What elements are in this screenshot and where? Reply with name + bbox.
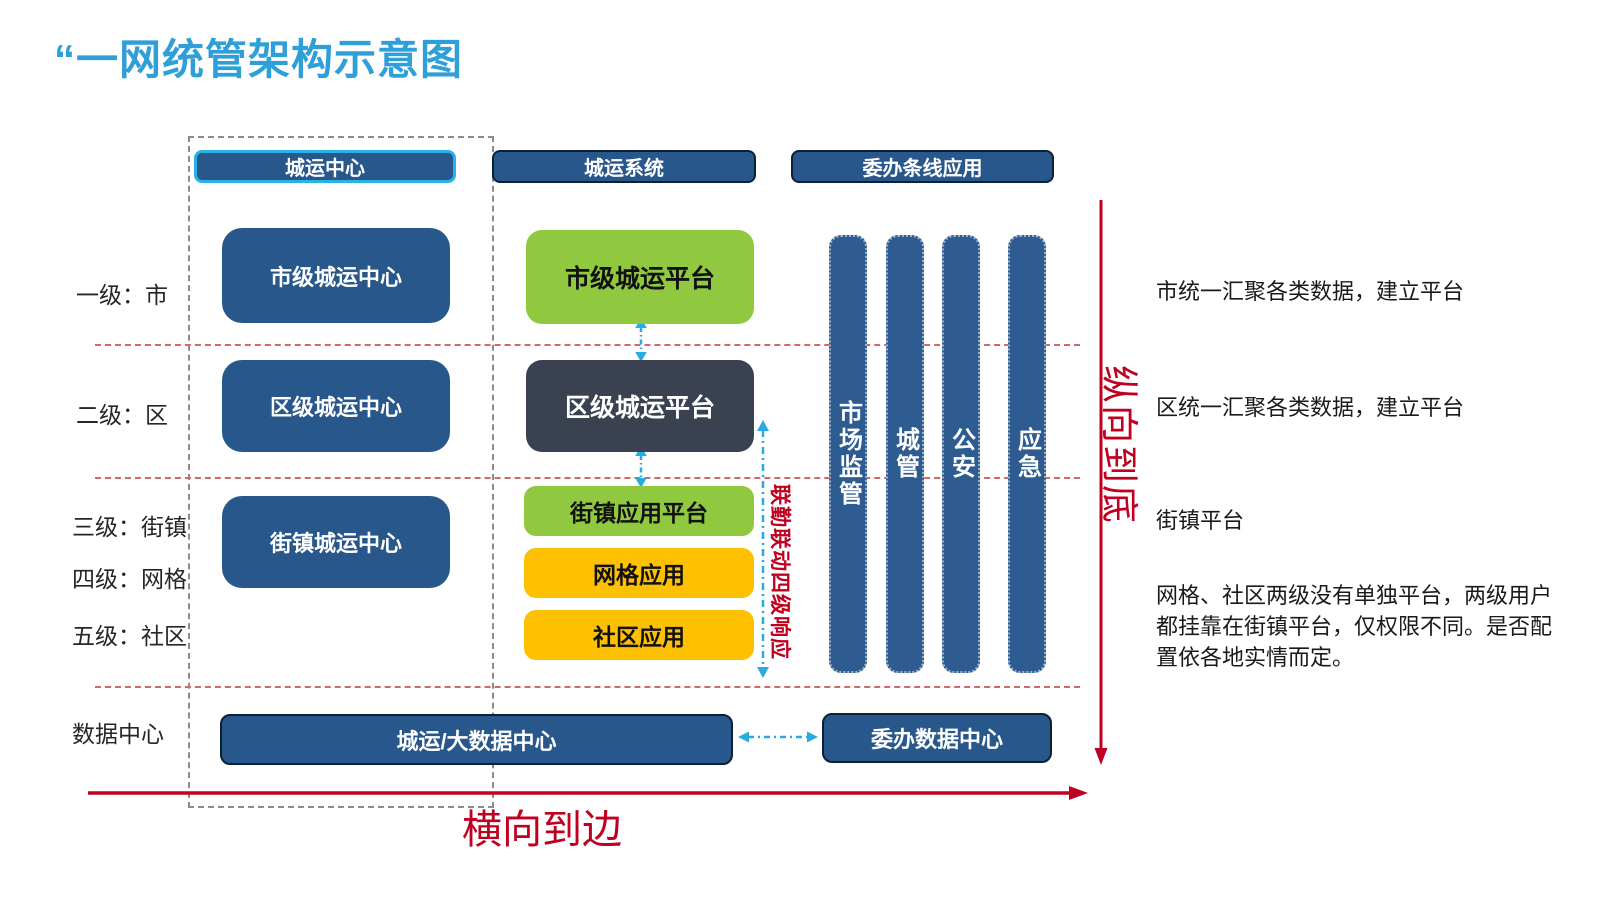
level-label-street: 三级：街镇: [72, 514, 187, 540]
box-district-ops-platform: 区级城运平台: [526, 360, 754, 452]
header-city-ops-center: 城运中心: [194, 150, 456, 183]
left-right-arrow-icon: [738, 731, 818, 743]
linkage-response-label: 联勤联动四级响应: [768, 484, 791, 660]
level-label-grid: 四级：网格: [72, 566, 187, 592]
up-down-arrow-icon: [635, 446, 647, 488]
horizontal-flow-arrow-icon: [88, 786, 1088, 800]
box-city-ops-center: 市级城运中心: [222, 228, 450, 323]
level-separator-1: [95, 344, 1080, 346]
box-street-app-platform: 街镇应用平台: [524, 486, 754, 536]
level-label-community: 五级：社区: [72, 623, 187, 649]
vertical-flow-arrow-icon: [1094, 200, 1108, 765]
box-commission-data-center: 委办数据中心: [822, 713, 1052, 763]
level-label-district: 二级：区: [76, 402, 168, 428]
annotation-district: 区统一汇聚各类数据，建立平台: [1156, 395, 1465, 420]
bar-market-regulation-label: 市场监管: [834, 400, 862, 508]
horizontal-flow-label: 横向到边: [462, 808, 622, 852]
city-ops-center-dashed-outline: [188, 136, 494, 808]
header-commission-line-apps: 委办条线应用: [791, 150, 1054, 183]
box-city-ops-platform: 市级城运平台: [526, 230, 754, 324]
box-community-app: 社区应用: [524, 610, 754, 660]
annotation-city: 市统一汇聚各类数据，建立平台: [1156, 279, 1465, 304]
bar-market-regulation: 市场监管: [829, 235, 867, 673]
bar-emergency: 应急: [1008, 235, 1046, 673]
level-separator-2: [95, 477, 1080, 479]
linkage-double-arrow-icon: [757, 420, 769, 678]
box-grid-app: 网格应用: [524, 548, 754, 598]
box-street-ops-center: 街镇城运中心: [222, 496, 450, 588]
annotation-street: 街镇平台: [1156, 508, 1245, 533]
box-city-big-data-center: 城运/大数据中心: [220, 714, 733, 765]
level-label-city: 一级：市: [76, 282, 168, 308]
page-title: “一网统管架构示意图: [54, 36, 464, 83]
annotation-grid-community: 网格、社区两级没有单独平台，两级用户都挂靠在街镇平台，仅权限不同。是否配置依各地…: [1156, 583, 1553, 670]
level-separator-3: [95, 686, 1080, 688]
bar-emergency-label: 应急: [1013, 427, 1041, 481]
bar-public-security-label: 公安: [947, 427, 975, 481]
bar-urban-management-label: 城管: [891, 427, 919, 481]
header-city-ops-system: 城运系统: [492, 150, 756, 183]
up-down-arrow-icon: [635, 318, 647, 362]
box-district-ops-center: 区级城运中心: [222, 360, 450, 452]
level-label-data-center: 数据中心: [72, 721, 164, 747]
bar-public-security: 公安: [942, 235, 980, 673]
bar-urban-management: 城管: [886, 235, 924, 673]
vertical-flow-label: 纵向到底: [1097, 365, 1139, 526]
